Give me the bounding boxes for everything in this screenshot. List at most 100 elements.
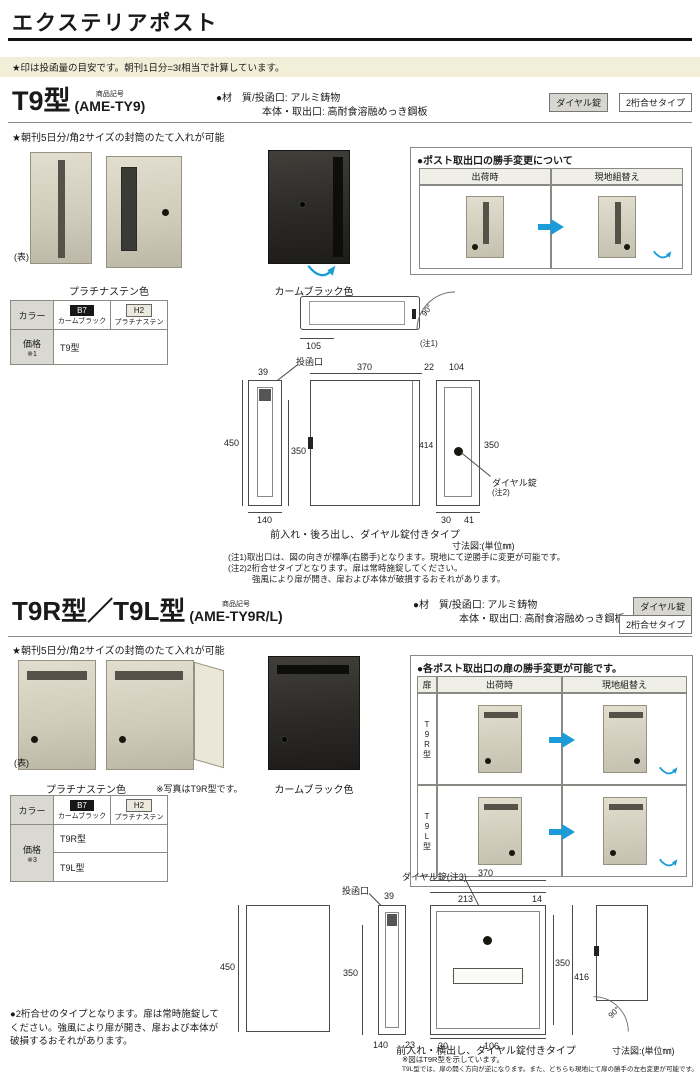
dim-label: ダイヤル錠(注3): [402, 872, 467, 882]
title-underline: [8, 38, 692, 41]
dim-label: 140: [257, 515, 273, 525]
dim-label: 213: [458, 894, 474, 904]
t9r-onsite-cell: [562, 693, 687, 785]
dial-knob: [281, 736, 288, 743]
curved-arrow-icon: [659, 858, 678, 867]
dim-label: 350: [484, 440, 500, 450]
price-label: 価格: [22, 844, 41, 855]
dim-line: [553, 915, 554, 1025]
curved-arrow-icon: [653, 250, 672, 259]
door-swing-arc: [416, 291, 456, 331]
drawing-rear-view: [436, 380, 480, 506]
drawing-front-slim-view-2: [378, 905, 406, 1035]
section1-code-label: 商品記号: [95, 90, 124, 98]
section2-model: T9R型／T9L型: [12, 596, 186, 626]
black-color-label: カームブラック色: [274, 287, 354, 298]
dim-line: [436, 512, 480, 513]
dim-line: [238, 905, 239, 1032]
dial-knob: [308, 437, 313, 449]
curved-arrow-icon: [307, 265, 336, 277]
dial-knob: [412, 309, 416, 319]
dial-knob: [299, 201, 306, 208]
color-price-table-t9rl: カラー B7 カームブラック H2 プラチナステン 価格 ※3 T9R型 T9L…: [10, 795, 168, 882]
front-view-label: (表): [14, 252, 29, 262]
color-name-h2: プラチナステン: [114, 318, 164, 326]
dial-knob: [472, 244, 478, 250]
page-title: エクステリアポスト: [12, 12, 219, 35]
color-b7-cell: B7 カームブラック: [53, 795, 111, 825]
dim-label: (注1): [420, 339, 438, 348]
photo-note: ※写真はT9R型です。: [156, 784, 243, 794]
door-swing-arc: [593, 996, 629, 1032]
mail-slot: [483, 202, 489, 244]
tag-two-digit: 2桁合せタイプ: [618, 93, 692, 112]
section1-material: ●材 質/投函口: アルミ鋳物 本体・取出口: 高耐食溶融めっき鋼板: [216, 92, 428, 120]
dim-line: [572, 905, 573, 1035]
dim-label: 350: [343, 968, 359, 978]
material-value1: 投函口: アルミ鋳物: [254, 93, 341, 104]
drawing-front-view: [248, 380, 282, 506]
dial-knob: [633, 758, 640, 764]
curved-arrow-icon: [659, 766, 678, 775]
row-header-t9l: T9L型: [417, 785, 437, 877]
price-ref: ※1: [27, 350, 37, 358]
dim-line: [288, 400, 289, 506]
photo-t9r-platinum-open: [106, 660, 194, 770]
dim-label: 450: [220, 962, 236, 972]
mailbox-thumb: [602, 705, 647, 773]
handing-change-title: ●ポスト取出口の勝手変更について: [417, 156, 573, 167]
color-row: カラー B7 カームブラック H2 プラチナステン: [10, 300, 168, 330]
price-label: 価格: [22, 338, 41, 349]
dim-label: 30: [441, 515, 452, 525]
price-header-cell: 価格 ※3: [10, 824, 54, 882]
footnote-1: (注1)取出口は、図の向きが標準(右勝手)となります。現地にて逆勝手に変更が可能…: [228, 552, 566, 562]
photo-t9r-black: [268, 656, 360, 770]
dim-label: 370: [478, 868, 494, 878]
door-header-cell: 扉: [417, 676, 437, 693]
photo-t9-platinum-front: [30, 152, 92, 264]
dimension-caption: 前入れ・横出し、ダイヤル錠付きタイプ: [396, 1046, 576, 1057]
shipping-cell: [419, 185, 551, 269]
drawing-side-profile-2: [594, 905, 648, 1001]
unit-note: 寸法図:(単位㎜): [612, 1046, 675, 1056]
price-row: 価格 ※3 T9R型 T9L型: [10, 824, 168, 882]
top-note: ★印は投函量の目安です。朝刊1日分=3ℓ相当で計算しています。: [12, 63, 285, 74]
dial-knob: [594, 946, 599, 956]
mailbox-thumb: [602, 797, 647, 865]
mail-slot: [387, 914, 397, 926]
mail-slot: [277, 665, 349, 674]
t9r-shipping-cell: [437, 693, 562, 785]
color-code-h2: H2: [125, 303, 153, 317]
dim-label: 41: [464, 515, 475, 525]
tag-two-digit: 2桁合せタイプ: [618, 615, 692, 634]
color-h2-cell: H2 プラチナステン: [110, 795, 168, 825]
section1-code: (AME-TY9): [74, 97, 146, 114]
dial-knob: [454, 447, 463, 456]
dial-knob: [508, 850, 515, 856]
dim-label: 414: [419, 440, 434, 450]
dim-label: 14: [532, 894, 543, 904]
section2-divider: [8, 636, 692, 637]
section2-material: ●材 質/投函口: アルミ鋳物 本体・取出口: 高耐食溶融めっき鋼板: [413, 599, 625, 627]
color-header-cell: カラー: [10, 300, 54, 330]
platinum-color-label: プラチナステン色: [46, 785, 126, 796]
black-color-label: カームブラック色: [274, 785, 354, 796]
dim-label: 39: [384, 891, 395, 901]
open-door: [333, 157, 343, 257]
door-change-title: ●各ポスト取出口の扉の勝手変更が可能です。: [417, 664, 623, 675]
slot-channel: [385, 912, 399, 1028]
col-header-onsite: 現地組替え: [562, 676, 687, 693]
drawing-front-view-2: [430, 905, 546, 1035]
color-header-cell: カラー: [10, 795, 54, 825]
color-code-h2: H2: [125, 798, 153, 812]
material-label: ●材 質/: [216, 93, 255, 104]
dim-line: [248, 512, 282, 513]
dim-label: 350: [555, 958, 571, 968]
top-note-bar: ★印は投函量の目安です。朝刊1日分=3ℓ相当で計算しています。: [0, 57, 700, 77]
t9l-onsite-cell: [562, 785, 687, 877]
color-b7-cell: B7 カームブラック: [53, 300, 111, 330]
section2-code-label: 商品記号: [222, 600, 250, 608]
section1-divider: [8, 122, 692, 123]
tag-dial-lock: ダイヤル錠: [633, 597, 692, 616]
